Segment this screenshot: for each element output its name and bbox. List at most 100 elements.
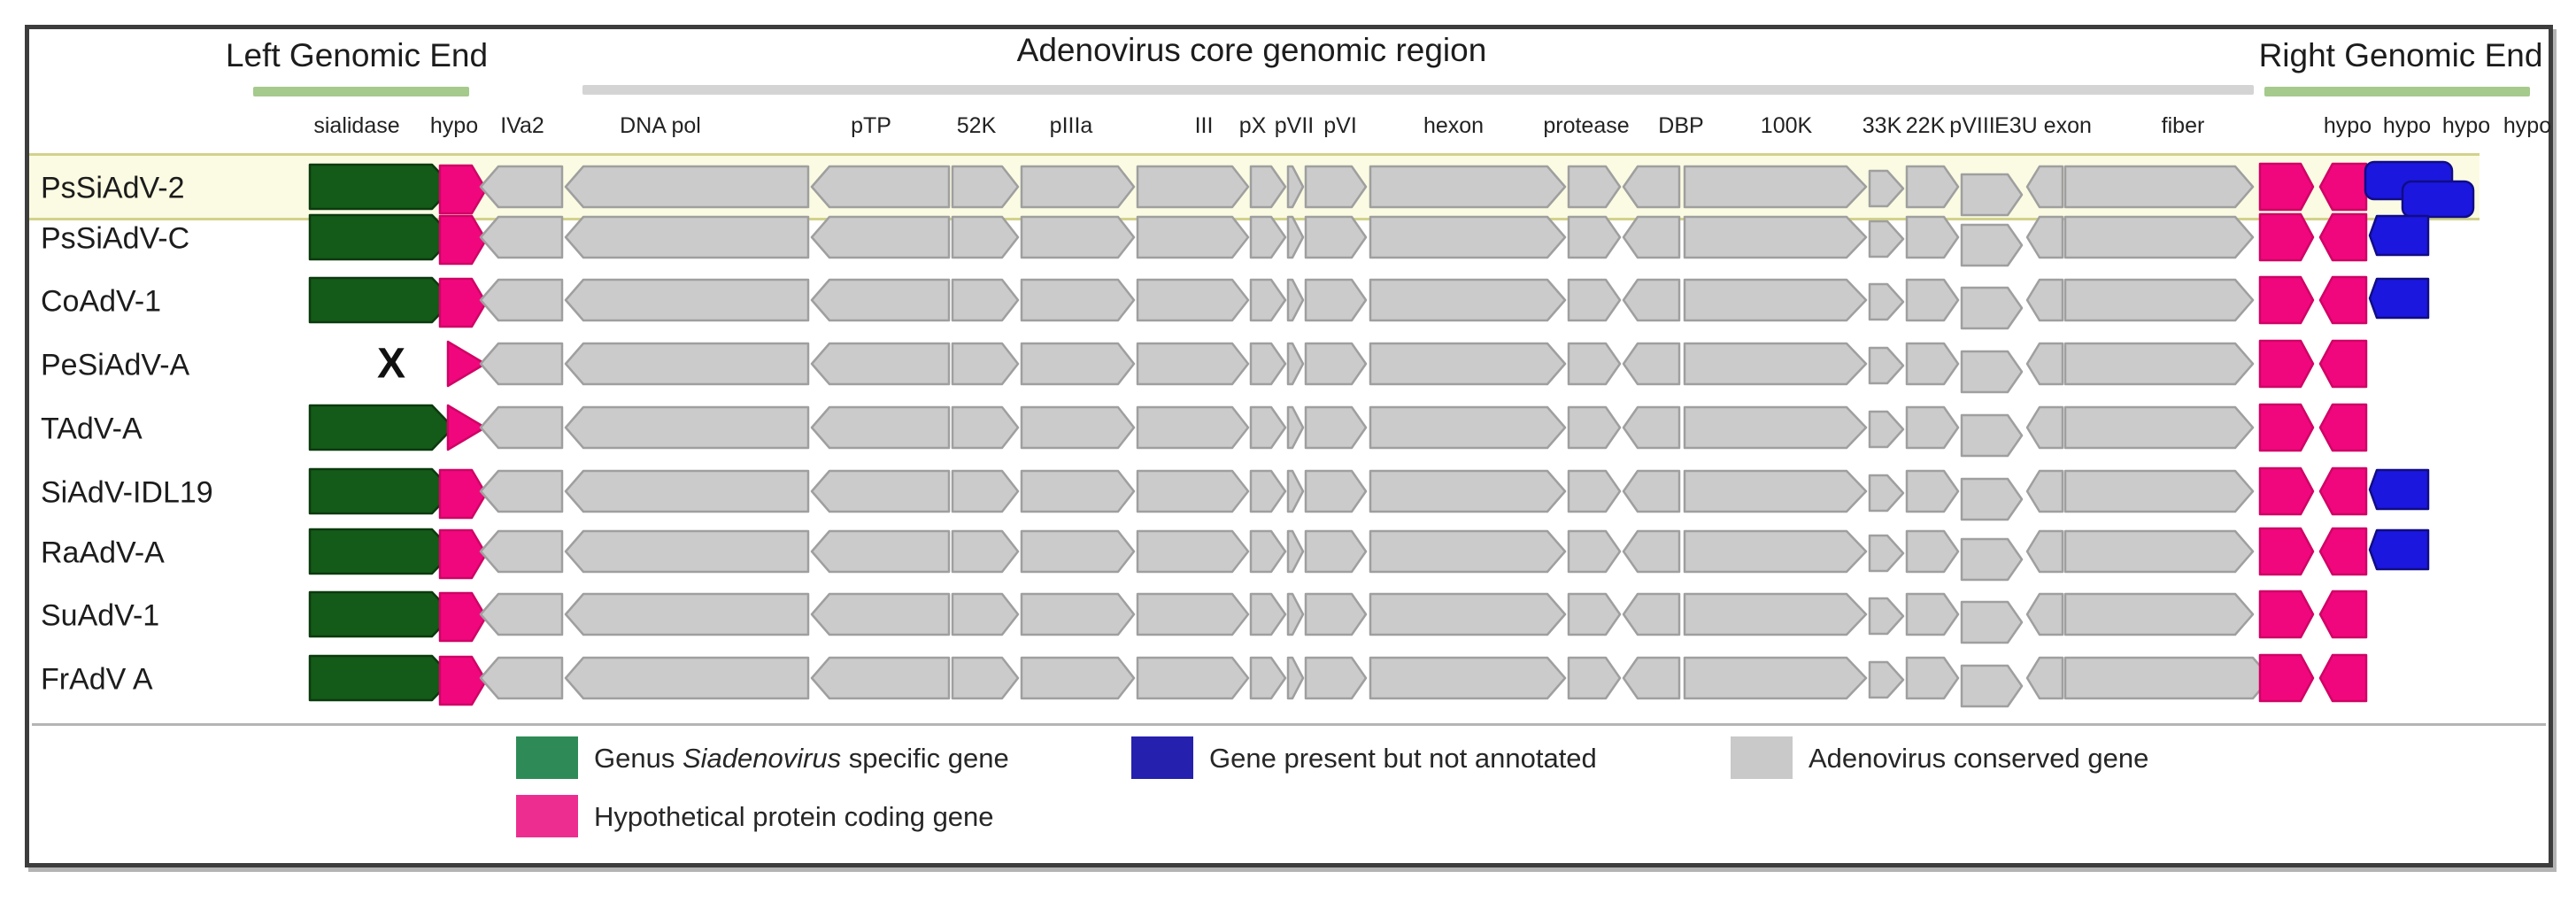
row-PeSiAdV-A-pVIII-gene [1960, 350, 2024, 394]
row-FrAdV A-22K-gene [1905, 656, 1960, 700]
row-PsSiAdV-C-III-gene [1136, 215, 1250, 259]
row-PsSiAdV-2-hypo-gene [438, 164, 488, 215]
row-SiAdV-IDL19-DNA-pol-gene [564, 469, 810, 513]
gene-column-label: pTP [851, 113, 891, 138]
row-RaAdV-A-52K-gene [951, 529, 1020, 574]
row-CoAdV-1-22K-gene [1905, 278, 1960, 322]
row-PsSiAdV-2-pVI-gene [1304, 165, 1368, 209]
row-CoAdV-1-hexon-gene [1369, 278, 1567, 322]
row-RaAdV-A-unannotated-gene [2368, 528, 2430, 571]
row-FrAdV A-pVII-gene [1286, 656, 1305, 700]
right-genomic-end-title: Right Genomic End [2258, 37, 2543, 73]
row-TAdV-A-hypo-gene [446, 404, 487, 451]
row-label-TAdV-A: TAdV-A [41, 412, 143, 446]
row-PsSiAdV-C-pX-gene [1249, 215, 1287, 259]
row-FrAdV A-100K-gene [1683, 656, 1868, 700]
row-SiAdV-IDL19-pVIII-gene [1960, 477, 2024, 521]
row-SiAdV-IDL19-unannotated-gene [2368, 468, 2430, 511]
row-SuAdV-1-100K-gene [1683, 592, 1868, 636]
row-label-FrAdV A: FrAdV A [41, 662, 153, 697]
row-FrAdV A-pTP-gene [810, 656, 951, 700]
row-PsSiAdV-2-33K-gene [1868, 169, 1905, 208]
row-PsSiAdV-C-hypo-gene [438, 214, 488, 266]
row-CoAdV-1-hypo-fwd-gene [2258, 275, 2315, 325]
row-RaAdV-A-22K-gene [1905, 529, 1960, 574]
row-FrAdV A-sialidase-gene [308, 654, 455, 702]
gene-column-label: sialidase [313, 113, 400, 138]
row-SiAdV-IDL19-pIIIa-gene [1020, 469, 1136, 513]
row-PsSiAdV-2-sialidase-gene [308, 163, 455, 211]
row-RaAdV-A-IVa2-gene [479, 529, 564, 574]
row-PsSiAdV-C-52K-gene [951, 215, 1020, 259]
row-TAdV-A-100K-gene [1683, 405, 1868, 450]
gene-column-label: E3U exon [1994, 113, 2092, 138]
row-PsSiAdV-2-DNA-pol-gene [564, 165, 810, 209]
row-PeSiAdV-A-pVI-gene [1304, 342, 1368, 386]
row-PsSiAdV-C-33K-gene [1868, 220, 1905, 258]
row-FrAdV A-hexon-gene [1369, 656, 1567, 700]
row-SuAdV-1-pVII-gene [1286, 592, 1305, 636]
row-label-PsSiAdV-2: PsSiAdV-2 [41, 171, 185, 205]
row-SiAdV-IDL19-22K-gene [1905, 469, 1960, 513]
row-PsSiAdV-2-pTP-gene [810, 165, 951, 209]
row-PeSiAdV-A-protease-gene [1567, 342, 1622, 386]
legend-label-text: Gene present but not annotated [1209, 743, 1597, 774]
row-RaAdV-A-pVIII-gene [1960, 537, 2024, 582]
row-PsSiAdV-C-unannotated-gene [2368, 214, 2430, 257]
row-CoAdV-1-E3U-exon-gene [2025, 278, 2064, 322]
row-CoAdV-1-III-gene [1136, 278, 1250, 322]
row-SiAdV-IDL19-33K-gene [1868, 474, 1905, 513]
legend-label: Hypothetical protein coding gene [594, 801, 994, 833]
row-PeSiAdV-A-pX-gene [1249, 342, 1287, 386]
row-FrAdV A-E3U-exon-gene [2025, 656, 2064, 700]
row-FrAdV A-IVa2-gene [479, 656, 564, 700]
gene-column-label: pVI [1323, 113, 1357, 138]
row-CoAdV-1-pVI-gene [1304, 278, 1368, 322]
row-PsSiAdV-C-22K-gene [1905, 215, 1960, 259]
row-TAdV-A-DBP-gene [1622, 405, 1681, 450]
legend-label-text: specific gene [841, 743, 1009, 774]
row-SiAdV-IDL19-pX-gene [1249, 469, 1287, 513]
row-SiAdV-IDL19-52K-gene [951, 469, 1020, 513]
row-label-SuAdV-1: SuAdV-1 [41, 598, 160, 633]
legend-label-text: Adenovirus conserved gene [1809, 743, 2149, 774]
row-SuAdV-1-22K-gene [1905, 592, 1960, 636]
row-PsSiAdV-2-pVIII-gene [1960, 173, 2024, 217]
row-SiAdV-IDL19-pTP-gene [810, 469, 951, 513]
core-region-title: Adenovirus core genomic region [1016, 32, 1487, 68]
gene-column-label: hypo [2441, 113, 2491, 138]
row-SiAdV-IDL19-protease-gene [1567, 469, 1622, 513]
row-TAdV-A-DNA-pol-gene [564, 405, 810, 450]
row-TAdV-A-pVII-gene [1286, 405, 1305, 450]
gene-column-label: fiber [2161, 113, 2205, 138]
row-CoAdV-1-DBP-gene [1622, 278, 1681, 322]
row-CoAdV-1-hypo-gene [438, 277, 488, 328]
row-RaAdV-A-hexon-gene [1369, 529, 1567, 574]
row-SiAdV-IDL19-fiber-gene [2063, 469, 2255, 513]
row-FrAdV A-pVIII-gene [1960, 664, 2024, 708]
row-FrAdV A-pVI-gene [1304, 656, 1368, 700]
row-FrAdV A-III-gene [1136, 656, 1250, 700]
row-PsSiAdV-2-III-gene [1136, 165, 1250, 209]
legend-label-text: Siadenovirus [682, 743, 842, 774]
row-FrAdV A-hypo-rev-gene [2318, 653, 2368, 703]
gene-column-label: 22K [1905, 113, 1946, 138]
row-label-CoAdV-1: CoAdV-1 [41, 284, 162, 319]
row-PsSiAdV-2-52K-gene [951, 165, 1020, 209]
row-PsSiAdV-2-unannotated-gene-2 [2401, 180, 2475, 219]
gene-column-label: hypo [2503, 113, 2552, 138]
row-SuAdV-1-fiber-gene [2063, 592, 2255, 636]
row-TAdV-A-33K-gene [1868, 410, 1905, 449]
row-SuAdV-1-pX-gene [1249, 592, 1287, 636]
row-PsSiAdV-C-pVI-gene [1304, 215, 1368, 259]
row-RaAdV-A-E3U-exon-gene [2025, 529, 2064, 574]
row-SuAdV-1-33K-gene [1868, 597, 1905, 636]
row-SiAdV-IDL19-pVI-gene [1304, 469, 1368, 513]
row-PsSiAdV-2-hypo-fwd-gene [2258, 162, 2315, 212]
row-SuAdV-1-sialidase-gene [308, 590, 455, 638]
row-TAdV-A-III-gene [1136, 405, 1250, 450]
row-label-RaAdV-A: RaAdV-A [41, 536, 165, 570]
row-TAdV-A-pVI-gene [1304, 405, 1368, 450]
legend-label: Genus Siadenovirus specific gene [594, 743, 1009, 775]
row-SuAdV-1-DBP-gene [1622, 592, 1681, 636]
